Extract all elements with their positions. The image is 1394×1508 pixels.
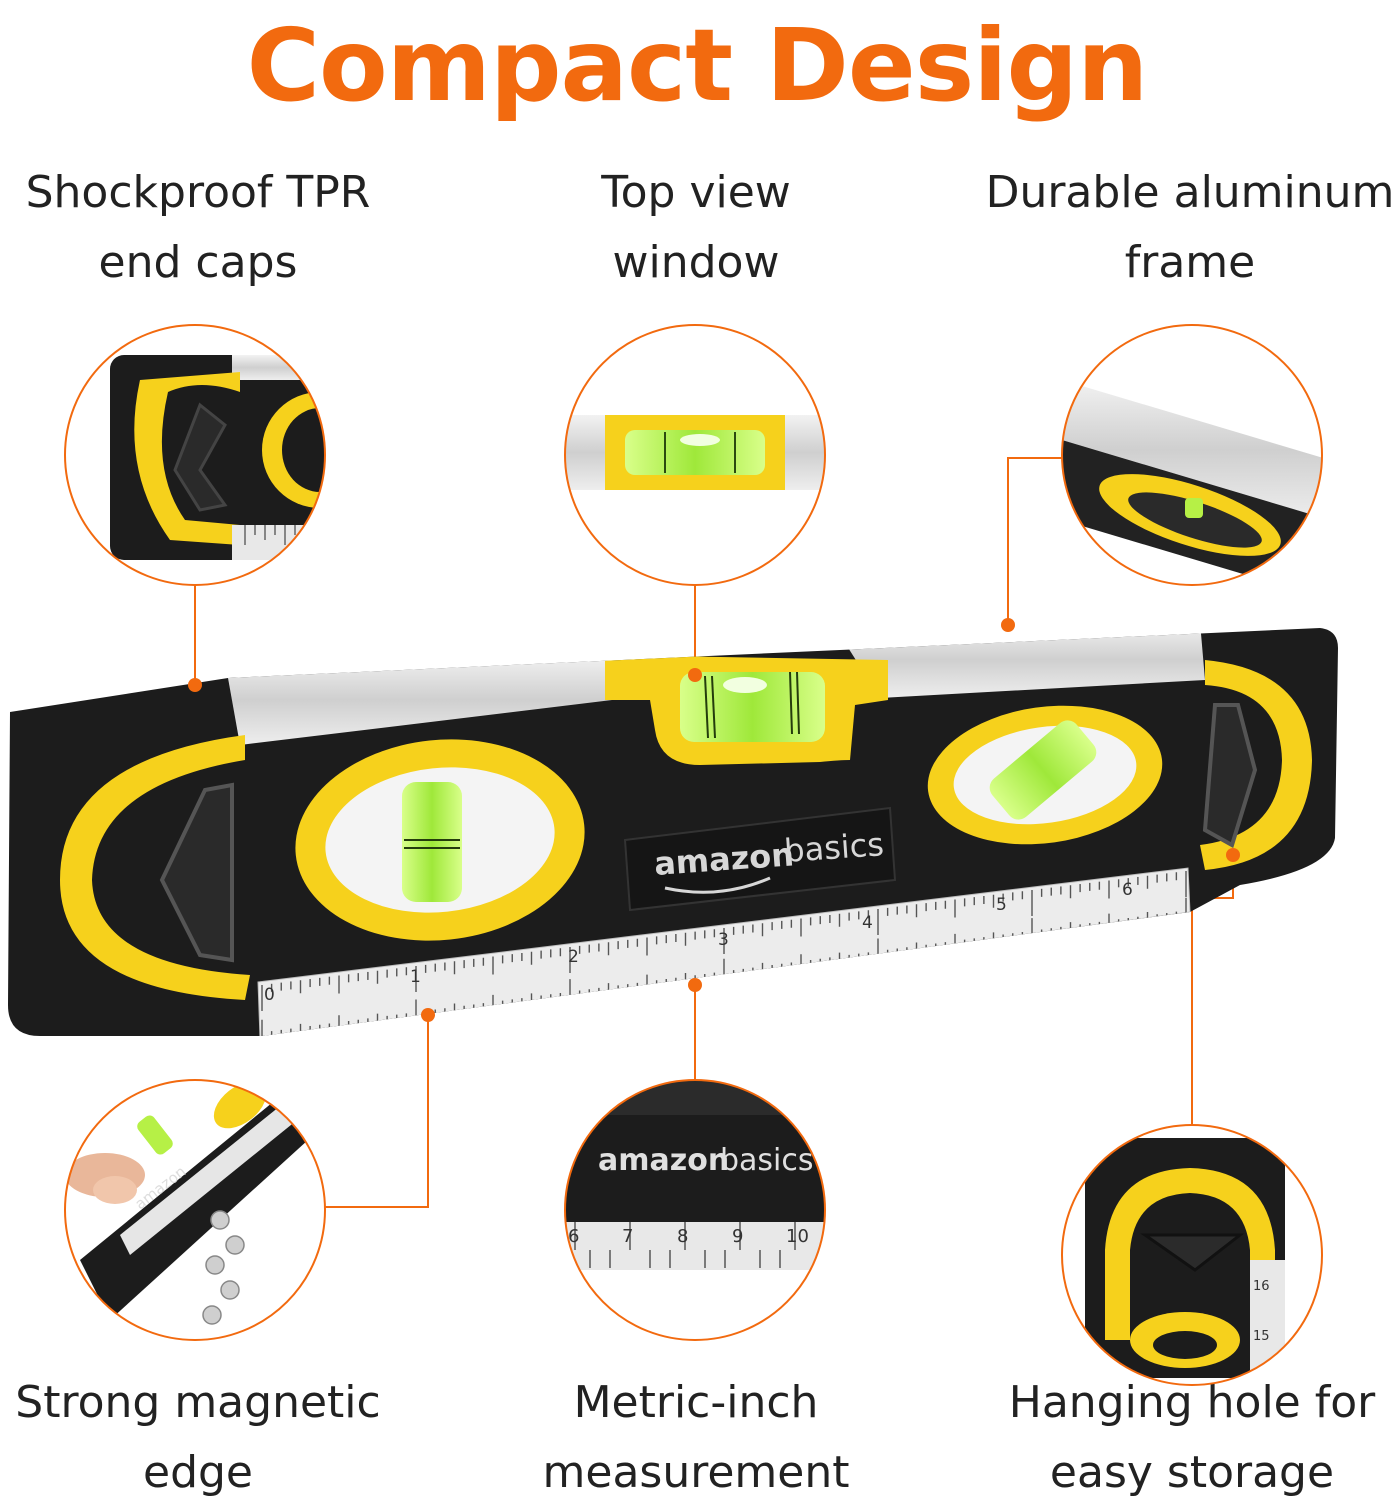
inset-ruler-num-6: 6 bbox=[568, 1226, 579, 1247]
end-cap-ring-left bbox=[60, 735, 250, 1000]
inset-brand-word2: basics bbox=[720, 1143, 814, 1178]
ruler-inch-0: 0 bbox=[264, 985, 275, 1005]
torpedo-level: amazon basics 0 1 2 3 4 5 6 bbox=[8, 628, 1338, 1036]
callout-dots bbox=[188, 618, 1240, 1022]
label-metric-line2: measurement bbox=[542, 1447, 850, 1498]
end-ruler-num-16: 16 bbox=[1253, 1279, 1270, 1294]
inset-ruler-num-8: 8 bbox=[677, 1226, 688, 1247]
inset-ruler-num-9: 9 bbox=[732, 1226, 743, 1247]
plumb-vial bbox=[402, 782, 462, 902]
inset-frame bbox=[1061, 324, 1323, 586]
inset-magnetic: amazon bbox=[64, 1079, 326, 1341]
label-frame-line1: Durable aluminum bbox=[985, 167, 1394, 218]
ruler-inch-5: 5 bbox=[996, 895, 1007, 915]
label-end-caps-line1: Shockproof TPR bbox=[25, 167, 371, 218]
inset-ruler-num-7: 7 bbox=[622, 1226, 633, 1247]
angle-vial bbox=[989, 720, 1097, 820]
hanging-hole-right bbox=[1202, 703, 1258, 848]
inset-ruler-num-10: 10 bbox=[786, 1226, 809, 1247]
brand-smile-icon bbox=[664, 876, 771, 894]
label-magnetic-line1: Strong magnetic bbox=[15, 1377, 381, 1428]
ruler-labels: 0 1 2 3 4 5 6 bbox=[264, 880, 1133, 1005]
inset-brand-word1: amazon bbox=[598, 1143, 729, 1178]
ruler-inch-6: 6 bbox=[1122, 880, 1133, 900]
label-end-caps: Shockproof TPR end caps bbox=[0, 158, 408, 298]
ruler-inch-2: 2 bbox=[568, 947, 579, 967]
top-vial bbox=[680, 672, 825, 742]
label-top-window-line1: Top view bbox=[601, 167, 791, 218]
label-metric: Metric-inch measurement bbox=[486, 1368, 906, 1508]
inset-hanging: 16 15 bbox=[1061, 1124, 1323, 1386]
label-hanging-line2: easy storage bbox=[1049, 1447, 1335, 1498]
brand-word2: basics bbox=[783, 825, 885, 870]
hanging-hole-left bbox=[159, 782, 234, 963]
brand-plate bbox=[623, 806, 897, 912]
inset-metric: amazon basics 6 7 8 9 10 bbox=[564, 1079, 826, 1341]
label-end-caps-line2: end caps bbox=[98, 237, 298, 288]
ruler-inch-4: 4 bbox=[862, 913, 873, 933]
label-frame-line2: frame bbox=[1124, 237, 1256, 288]
label-metric-line1: Metric-inch bbox=[573, 1377, 819, 1428]
end-ruler-num-15: 15 bbox=[1253, 1329, 1270, 1344]
label-magnetic: Strong magnetic edge bbox=[0, 1368, 408, 1508]
label-frame: Durable aluminum frame bbox=[970, 158, 1394, 298]
label-top-window-line2: window bbox=[612, 237, 780, 288]
aluminum-strip-left bbox=[228, 655, 612, 745]
ruler-inch-3: 3 bbox=[718, 930, 729, 950]
inset-end-caps bbox=[64, 324, 326, 586]
page-title: Compact Design bbox=[246, 6, 1149, 124]
label-magnetic-line2: edge bbox=[143, 1447, 253, 1498]
ruler-inch-1: 1 bbox=[410, 967, 421, 987]
label-top-window: Top view window bbox=[486, 158, 906, 298]
inset-top-window bbox=[564, 324, 826, 586]
label-hanging: Hanging hole for easy storage bbox=[982, 1368, 1394, 1508]
end-cap-ring-right bbox=[1200, 660, 1312, 870]
